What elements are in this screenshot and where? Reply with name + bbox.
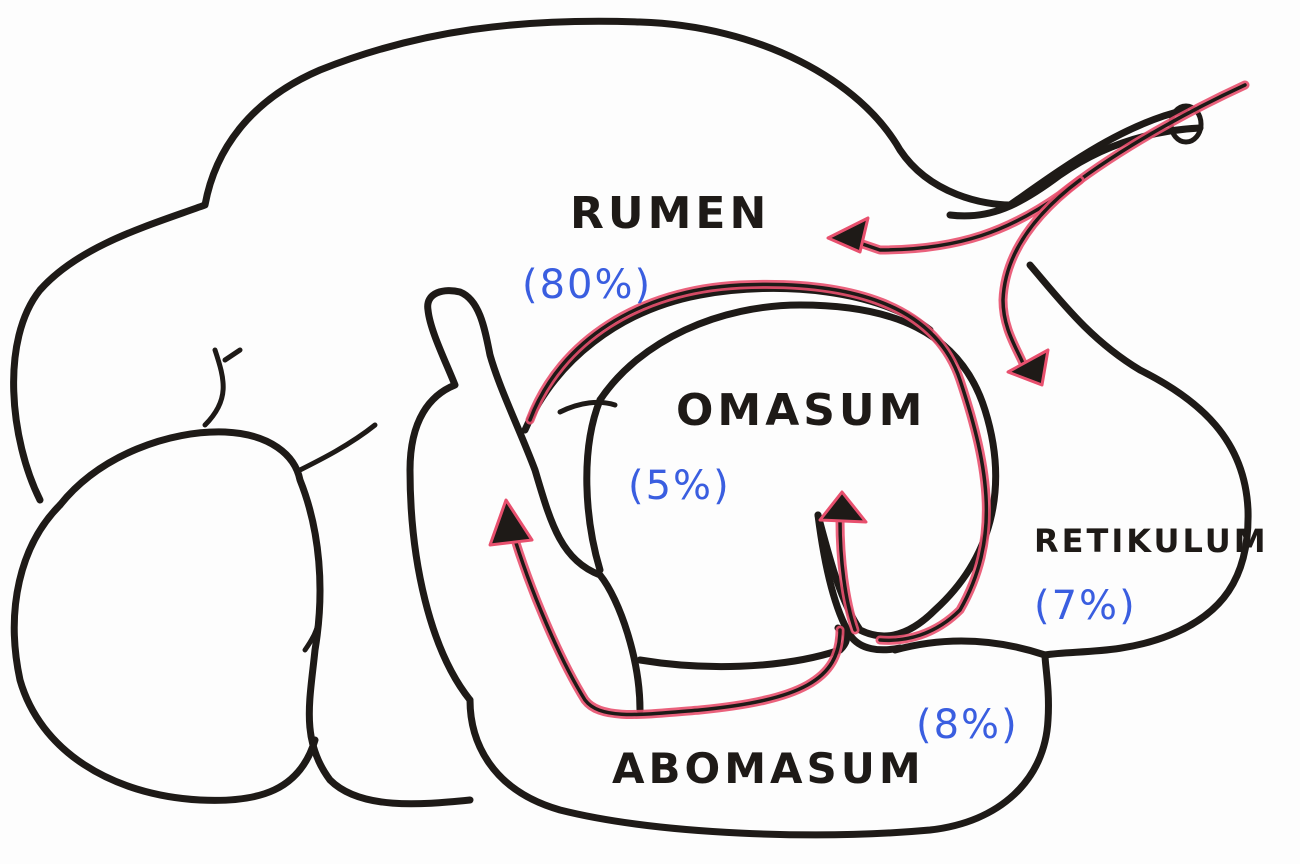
- rumen-pillar: [406, 287, 644, 714]
- reticulum-outline: [1026, 261, 1252, 659]
- abomasum-inner: [636, 624, 850, 671]
- flow-arrow-esophagus-to-reticulum: [998, 175, 1085, 387]
- flow-arrow-reticulum-to-omasum: [818, 490, 868, 635]
- dorsal-vessel: [202, 347, 243, 428]
- ventral-groove: [302, 612, 323, 653]
- omasum-left-side: [583, 396, 604, 574]
- caudal-groove: [297, 422, 378, 473]
- rumen-label: RUMEN: [570, 188, 771, 239]
- esophagus-outline-top: [1006, 106, 1189, 209]
- flow-arrow-rumen-to-reticulum: [525, 279, 991, 645]
- reticulum-percentage: (7%): [1034, 583, 1137, 629]
- abomasum-label: ABOMASUM: [612, 744, 925, 793]
- omasum-lip: [557, 399, 618, 415]
- rumen-outline: [10, 17, 1014, 504]
- omasum-groove: [814, 511, 904, 654]
- flow-arrow-omasum-to-abomasum: [488, 498, 845, 719]
- caudal-sac-lower: [10, 501, 319, 804]
- reticulum-inner: [891, 637, 1049, 659]
- reticulum-label: RETIKULUM: [1034, 522, 1269, 560]
- rumen-percentage: (80%): [522, 262, 653, 308]
- abomasum-outline: [466, 651, 1052, 839]
- abomasum-percentage: (8%): [916, 702, 1019, 748]
- omasum-label: OMASUM: [676, 385, 927, 436]
- omasum-outline: [596, 301, 1000, 640]
- omasum-percentage: (5%): [628, 463, 731, 509]
- caudal-sac: [56, 428, 474, 808]
